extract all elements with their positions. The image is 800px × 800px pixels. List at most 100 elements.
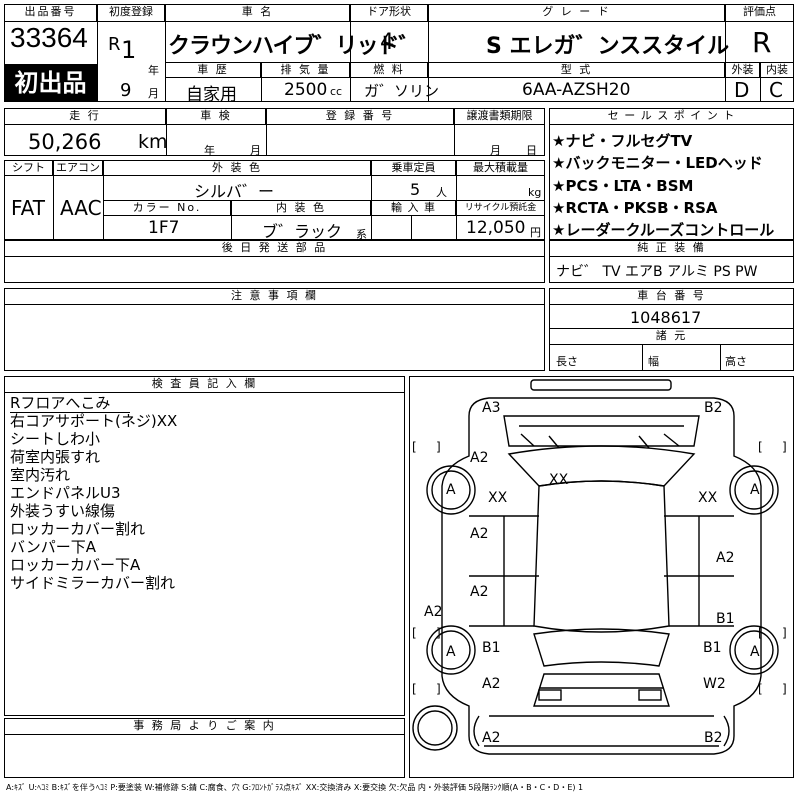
recycle-label: リサイクル預託金 bbox=[456, 200, 545, 216]
inspector-line: Rフロアへこみ bbox=[10, 394, 111, 412]
selling-point-3: ★PCS・LTA・BSM bbox=[552, 177, 694, 195]
length-label: 長さ bbox=[556, 355, 578, 368]
era: R bbox=[108, 34, 121, 55]
color-label: 外 装 色 bbox=[103, 160, 371, 176]
mileage-unit: km bbox=[138, 131, 168, 153]
office-label: 事 務 局 よ り ご 案 内 bbox=[4, 718, 405, 735]
chassis-number: 1048617 bbox=[630, 308, 702, 327]
inspector-line: 荷室内張すれ bbox=[10, 448, 101, 466]
dims-label: 諸 元 bbox=[549, 328, 794, 345]
inspection-month-unit: 月 bbox=[250, 144, 261, 157]
damage-code: B2 bbox=[704, 400, 723, 416]
capacity: 5 bbox=[410, 180, 421, 199]
inspection-year-unit: 年 bbox=[204, 144, 215, 157]
damage-code: W2 bbox=[703, 676, 726, 692]
recycle-unit: 円 bbox=[530, 226, 541, 239]
inspector-line: サイドミラーカバー割れ bbox=[10, 574, 176, 592]
ac: AAC bbox=[60, 196, 102, 220]
damage-code: XX bbox=[488, 490, 508, 506]
chassis-label: 車 台 番 号 bbox=[549, 288, 794, 305]
damage-code: B2 bbox=[704, 730, 723, 746]
selling-point-1: ★ナビ・フルセグTV bbox=[552, 132, 693, 150]
history-label: 車 歴 bbox=[165, 62, 261, 78]
transfer-day-unit: 日 bbox=[526, 144, 537, 157]
inspection-label: 車 検 bbox=[166, 108, 266, 125]
damage-code: A2 bbox=[470, 584, 489, 600]
color-no: 1F7 bbox=[148, 218, 180, 238]
inspector-line: ロッカーカバー割れ bbox=[10, 520, 146, 538]
month-unit: 月 bbox=[148, 87, 159, 100]
recycle: 12,050 bbox=[466, 218, 526, 238]
damage-code: A bbox=[750, 482, 760, 498]
capacity-label: 乗車定員 bbox=[371, 160, 456, 176]
displacement-label: 排 気 量 bbox=[261, 62, 350, 78]
transfer-month-unit: 月 bbox=[490, 144, 501, 157]
month: 9 bbox=[120, 80, 132, 101]
displacement-unit: cc bbox=[330, 85, 343, 98]
color: シルバ゛ー bbox=[194, 182, 275, 201]
damage-code: A2 bbox=[716, 550, 735, 566]
inspector-line: 右コアサポート(ネジ)XX bbox=[10, 412, 178, 430]
selling-point-5: ★レーダークルーズコントロール bbox=[552, 221, 775, 239]
equipment-label: 純 正 装 備 bbox=[549, 240, 794, 257]
ac-label: エアコン bbox=[53, 160, 103, 176]
damage-code: A2 bbox=[470, 526, 489, 542]
int-color: ブ゛ラック bbox=[262, 222, 343, 241]
exterior: D bbox=[734, 78, 750, 102]
damage-code: A2 bbox=[470, 450, 489, 466]
interior: C bbox=[769, 78, 783, 102]
fuel: ガ゛ソリン bbox=[364, 82, 440, 100]
shift: FAT bbox=[11, 196, 46, 220]
load-label: 最大積載量 bbox=[456, 160, 545, 176]
inspector-line: ロッカーカバー下A bbox=[10, 556, 141, 574]
damage-code: A2 bbox=[424, 604, 443, 620]
damage-code: A2 bbox=[482, 730, 501, 746]
legend: A:ｷｽﾞ U:ﾍｺﾐ B:ｷｽﾞを伴うﾍｺﾐ P:要塗装 W:補修跡 S:錆 … bbox=[6, 783, 584, 792]
shift-label: シフト bbox=[4, 160, 53, 176]
inspector-line: 外装うすい線傷 bbox=[10, 502, 116, 520]
inspector-line: 室内汚れ bbox=[10, 466, 71, 484]
doors: 4 bbox=[380, 30, 394, 55]
damage-code: XX bbox=[549, 472, 569, 488]
inspector-line: バンパー下A bbox=[10, 538, 97, 556]
inspector-line: シートしわ小 bbox=[10, 430, 101, 448]
model-label: 型 式 bbox=[428, 62, 725, 78]
width-label: 幅 bbox=[648, 355, 659, 368]
first-reg-label: 初度登録 bbox=[97, 4, 165, 22]
doors-label: ドア形状 bbox=[350, 4, 428, 22]
damage-diagram bbox=[409, 376, 794, 778]
damage-code: A2 bbox=[482, 676, 501, 692]
damage-code: A bbox=[750, 644, 760, 660]
damage-code: A bbox=[446, 482, 456, 498]
model: 6AA-AZSH20 bbox=[522, 80, 631, 100]
import-label: 輸 入 車 bbox=[371, 200, 456, 216]
damage-code: B1 bbox=[482, 640, 501, 656]
mileage: 50,266 bbox=[28, 130, 102, 154]
int-color-label: 内 装 色 bbox=[231, 200, 371, 216]
equipment-value: ナビ゛ TV エアB アルミ PS PW bbox=[556, 264, 758, 280]
selling-point-2: ★バックモニター・LEDヘッド bbox=[552, 154, 763, 172]
year-unit: 年 bbox=[148, 64, 159, 77]
car-name-label: 車 名 bbox=[165, 4, 350, 22]
lot-number: 33364 bbox=[10, 22, 88, 53]
load-unit: kg bbox=[528, 186, 542, 199]
mileage-label: 走 行 bbox=[4, 108, 166, 125]
height-label: 高さ bbox=[725, 355, 747, 368]
selling-point-4: ★RCTA・PKSB・RSA bbox=[552, 199, 718, 217]
inspector-line: エンドパネルU3 bbox=[10, 484, 121, 502]
selling-points-label: セ ー ル ス ポ イ ン ト bbox=[549, 108, 794, 125]
damage-code: B1 bbox=[703, 640, 722, 656]
lot-label: 出品番号 bbox=[4, 4, 97, 22]
displacement: 2500 bbox=[284, 80, 328, 100]
exterior-label: 外装 bbox=[725, 62, 760, 78]
notes-label: 注 意 事 項 欄 bbox=[4, 288, 545, 305]
damage-code: B1 bbox=[716, 611, 735, 627]
later-parts-label: 後 日 発 送 部 品 bbox=[4, 240, 545, 257]
first-listing-badge: 初出品 bbox=[4, 64, 97, 102]
reg-no-label: 登 録 番 号 bbox=[266, 108, 454, 125]
car-name: クラウンハイブ゛リッド゛ bbox=[168, 34, 421, 59]
history: 自家用 bbox=[186, 85, 237, 105]
grade: S エレガ゛ンススタイル bbox=[486, 34, 730, 59]
interior-label: 内装 bbox=[760, 62, 794, 78]
capacity-unit: 人 bbox=[436, 186, 447, 199]
